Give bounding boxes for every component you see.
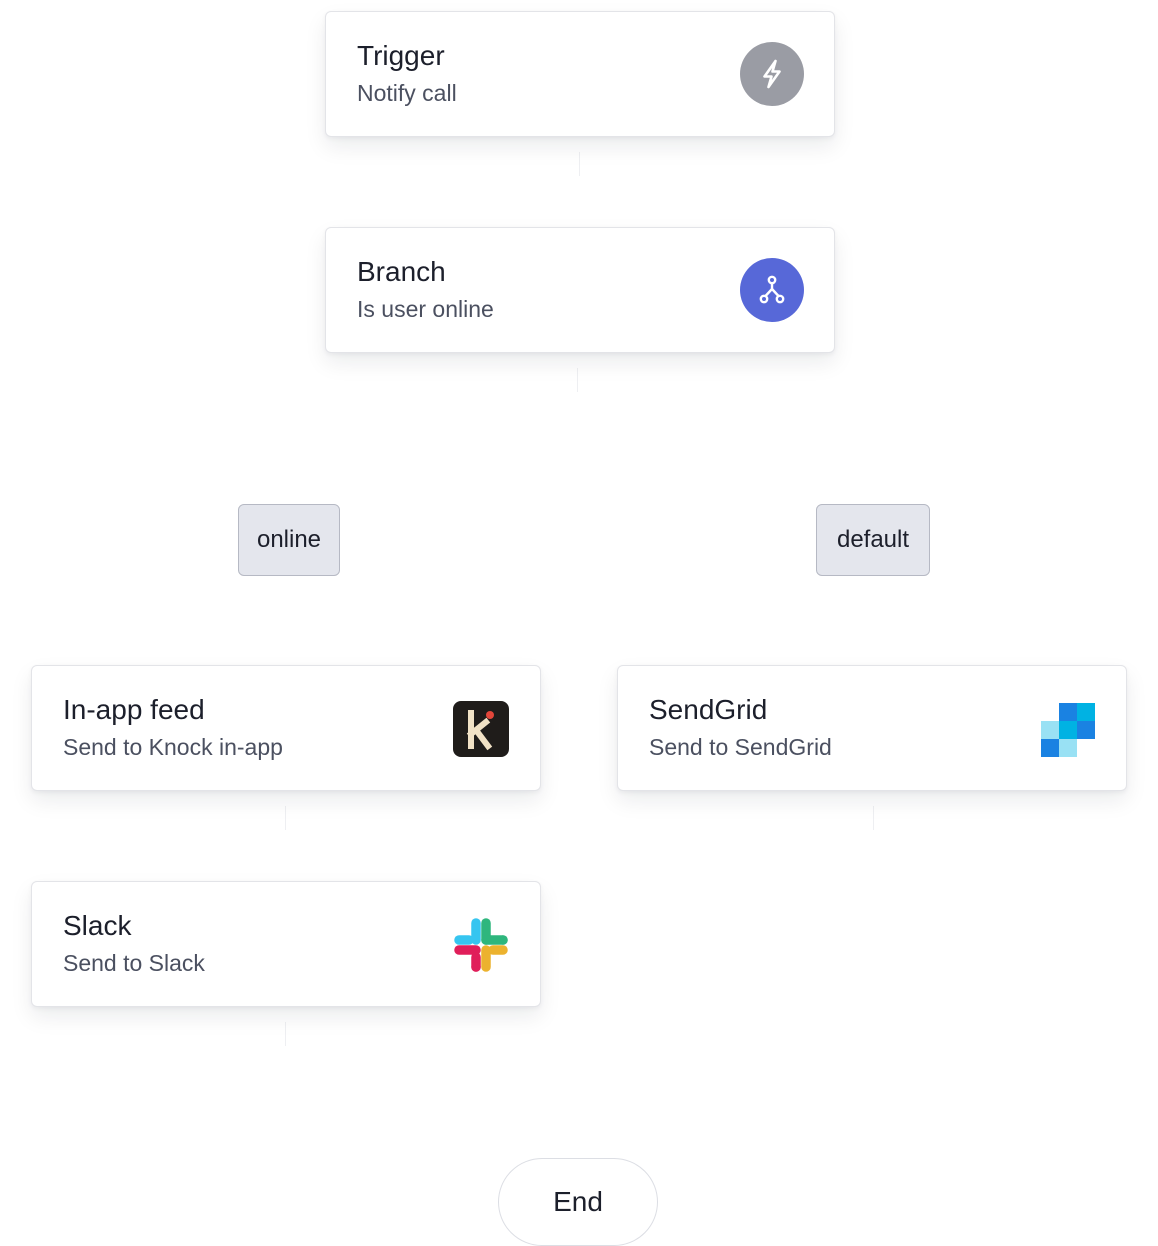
in-app-feed-step-subtitle: Send to Knock in-app bbox=[63, 734, 283, 760]
sendgrid-step-card[interactable]: SendGrid Send to SendGrid bbox=[617, 665, 1127, 791]
branch-step-card[interactable]: Branch Is user online bbox=[325, 227, 835, 353]
branch-step-subtitle: Is user online bbox=[357, 296, 494, 322]
slack-logo-icon bbox=[452, 916, 510, 974]
slack-step-subtitle: Send to Slack bbox=[63, 950, 205, 976]
connector-slack-out bbox=[285, 1022, 286, 1046]
branch-step-title: Branch bbox=[357, 256, 446, 287]
connector-in-app-slack bbox=[285, 806, 286, 830]
trigger-step-subtitle: Notify call bbox=[357, 80, 457, 106]
connector-trigger-branch bbox=[579, 152, 580, 176]
connector-sendgrid-out bbox=[873, 806, 874, 830]
trigger-step-card[interactable]: Trigger Notify call bbox=[325, 11, 835, 137]
in-app-feed-step-title: In-app feed bbox=[63, 694, 205, 725]
connector-branch-split bbox=[577, 368, 578, 392]
slack-step-title: Slack bbox=[63, 910, 132, 941]
in-app-feed-step-card[interactable]: In-app feed Send to Knock in-app bbox=[31, 665, 541, 791]
sendgrid-logo-icon bbox=[1038, 700, 1096, 758]
sendgrid-step-subtitle: Send to SendGrid bbox=[649, 734, 832, 760]
end-node[interactable]: End bbox=[498, 1158, 658, 1246]
sendgrid-step-title: SendGrid bbox=[649, 694, 768, 725]
knock-logo-icon bbox=[452, 700, 510, 758]
branch-label-default[interactable]: default bbox=[816, 504, 930, 576]
lightning-bolt-icon bbox=[740, 42, 804, 106]
branch-fork-icon bbox=[740, 258, 804, 322]
branch-label-online[interactable]: online bbox=[238, 504, 340, 576]
slack-step-card[interactable]: Slack Send to Slack bbox=[31, 881, 541, 1007]
trigger-step-title: Trigger bbox=[357, 40, 445, 71]
